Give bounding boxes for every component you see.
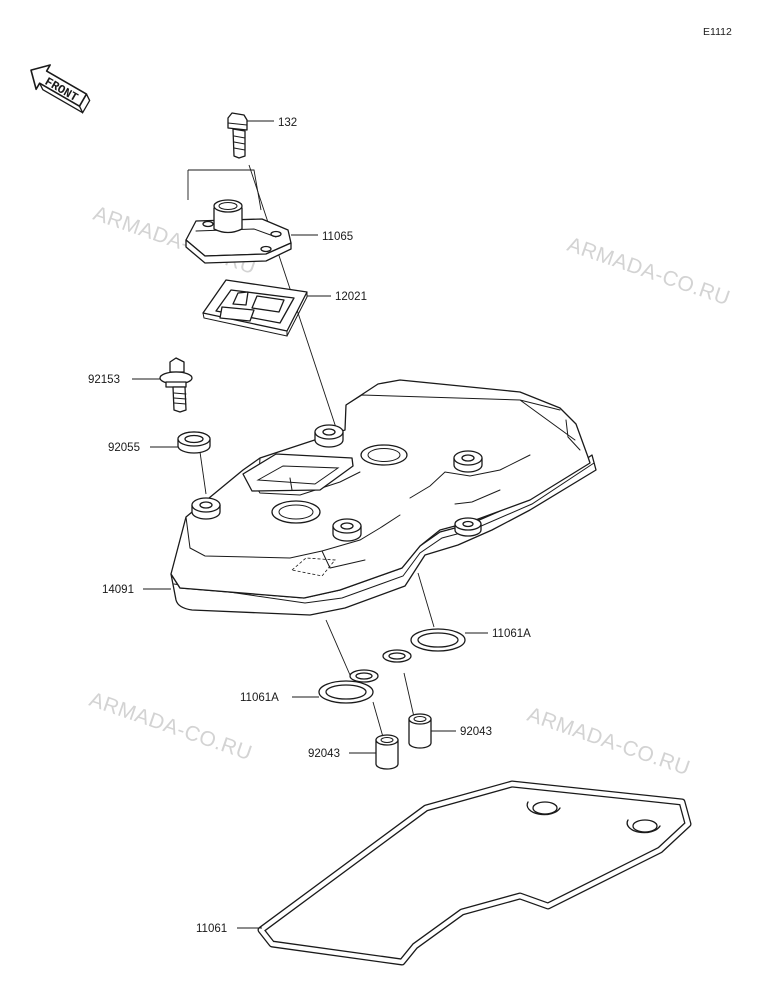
label-14091: 14091 <box>102 584 134 596</box>
watermark: ARMADA-CO.RU <box>564 233 733 310</box>
dowel-pin-left-92043 <box>375 734 399 770</box>
washer-92055 <box>177 431 211 454</box>
cylinder-head-cover-14091 <box>170 379 597 616</box>
label-11065: 11065 <box>322 231 353 243</box>
watermark: ARMADA-CO.RU <box>524 703 693 780</box>
label-11061: 11061 <box>196 923 227 935</box>
label-11061A-left: 11061A <box>240 692 279 704</box>
bolt-92153 <box>159 357 193 413</box>
diagram-code: E1112 <box>703 26 732 38</box>
cover-gasket-11061 <box>257 780 692 966</box>
breather-cover-11065 <box>185 199 292 264</box>
bolt-132 <box>227 112 248 159</box>
label-92043-right: 92043 <box>460 726 492 738</box>
front-arrow-icon: FRONT <box>30 64 91 115</box>
label-11061A-right: 11061A <box>492 628 531 640</box>
plug-gasket-right-11061A <box>382 628 466 663</box>
watermark: ARMADA-CO.RU <box>86 688 255 765</box>
breather-gasket-12021 <box>202 279 308 337</box>
label-92055: 92055 <box>108 442 140 454</box>
label-92153: 92153 <box>88 374 120 386</box>
label-132: 132 <box>278 117 297 129</box>
label-12021: 12021 <box>335 291 367 303</box>
dowel-pin-right-92043 <box>408 713 432 749</box>
plug-gasket-left-11061A <box>318 669 379 704</box>
label-92043-left: 92043 <box>308 748 340 760</box>
